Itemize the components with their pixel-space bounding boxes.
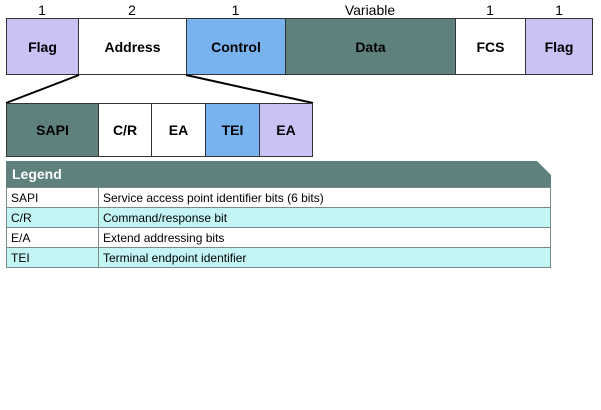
frame-field-flag: Flag [6, 18, 79, 75]
connector-line-right [185, 74, 314, 104]
size-label-control: 1 [231, 2, 240, 18]
legend: Legend SAPI Service access point identif… [6, 161, 551, 268]
legend-description: Service access point identifier bits (6 … [98, 187, 551, 208]
size-label-data: Variable [344, 2, 396, 18]
address-field-ea: EA [151, 103, 206, 157]
legend-table: SAPI Service access point identifier bit… [6, 187, 551, 268]
frame-field-flag-end: Flag [525, 18, 593, 75]
legend-description: Extend addressing bits [98, 227, 551, 248]
size-label-flag: 1 [38, 2, 46, 18]
size-label-address: 2 [128, 2, 136, 18]
address-field-cr: C/R [98, 103, 152, 157]
address-field-tei: TEI [205, 103, 260, 157]
legend-row: SAPI Service access point identifier bit… [6, 187, 551, 208]
size-label-fcs: 1 [486, 2, 494, 18]
size-label-flag-end: 1 [555, 2, 563, 18]
connector-line-left [5, 74, 80, 104]
address-field-ea-end: EA [259, 103, 313, 157]
address-field-sapi: SAPI [6, 103, 99, 157]
legend-term: SAPI [6, 187, 99, 208]
frame-field-data: Data [285, 18, 456, 75]
legend-row: TEI Terminal endpoint identifier [6, 247, 551, 268]
legend-description: Command/response bit [98, 207, 551, 228]
legend-term: TEI [6, 247, 99, 268]
legend-row: C/R Command/response bit [6, 207, 551, 228]
legend-term: E/A [6, 227, 99, 248]
legend-term: C/R [6, 207, 99, 228]
frame-field-address: Address [78, 18, 187, 75]
legend-description: Terminal endpoint identifier [98, 247, 551, 268]
frame-field-control: Control [186, 18, 286, 75]
frame-field-fcs: FCS [455, 18, 526, 75]
legend-title: Legend [6, 161, 551, 187]
legend-row: E/A Extend addressing bits [6, 227, 551, 248]
